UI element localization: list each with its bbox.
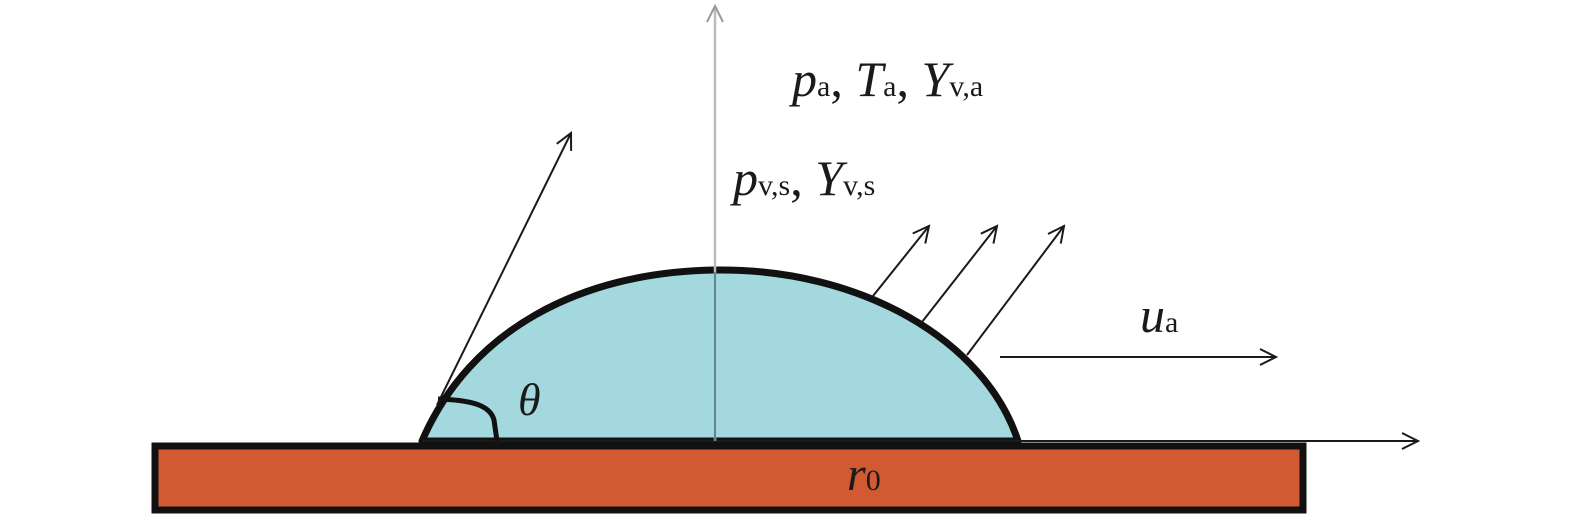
base-radius-label: r0 bbox=[847, 448, 881, 501]
velocity-label: ua bbox=[1140, 287, 1178, 343]
contact-angle-label: θ bbox=[518, 374, 541, 425]
vapor-flux-arrow-2 bbox=[921, 226, 997, 323]
contact-angle-arc bbox=[437, 396, 500, 442]
vapor-flux-arrow-3 bbox=[966, 226, 1064, 356]
substrate bbox=[151, 442, 1307, 514]
droplet bbox=[418, 266, 1022, 445]
tangent-arrow bbox=[436, 133, 571, 406]
surface-conditions-label: pv,s, Yv,s bbox=[730, 150, 875, 206]
vapor-flux-arrow-1 bbox=[872, 226, 929, 297]
ambient-conditions-label: pa, Ta, Yv,a bbox=[789, 51, 983, 107]
